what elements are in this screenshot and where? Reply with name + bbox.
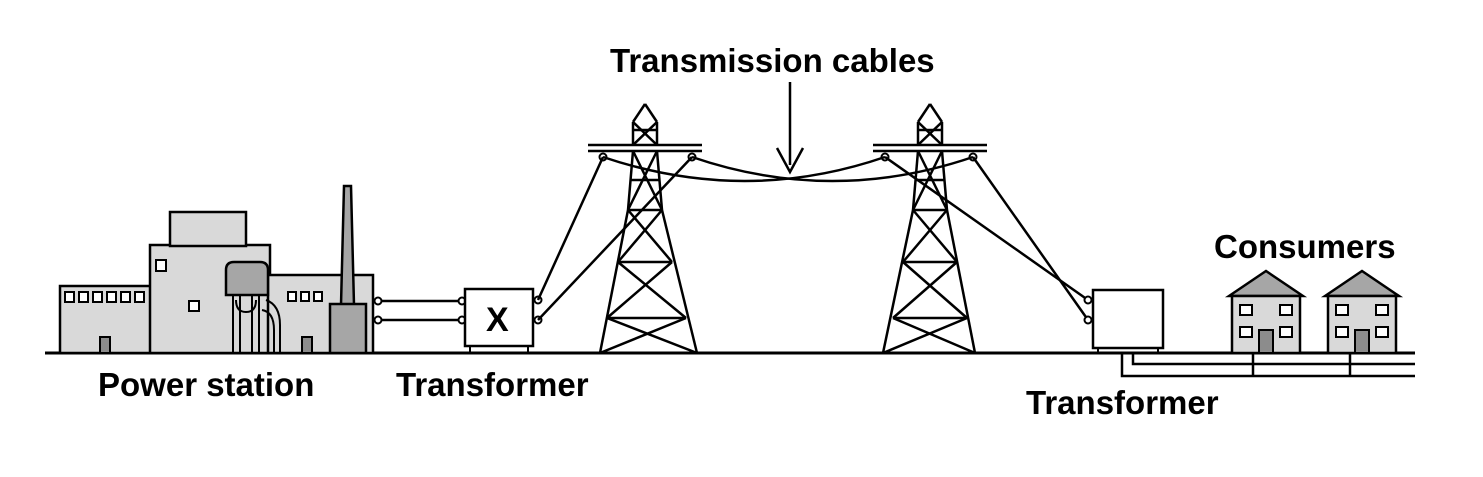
boiler-tank xyxy=(224,260,270,297)
pylon-left xyxy=(588,103,702,355)
transformer-x-marker: X xyxy=(486,301,509,339)
pylon-to-transformer-cables xyxy=(884,155,1090,321)
step-down-transformer-label: Transformer xyxy=(1026,384,1219,421)
transformer-to-pylon-cables xyxy=(536,156,693,321)
pipes xyxy=(232,295,281,353)
station-to-transformer-cables xyxy=(373,296,467,325)
power-station xyxy=(58,184,375,355)
house-2 xyxy=(1320,269,1404,355)
step-up-transformer-label: Transformer xyxy=(396,366,589,403)
step-up-transformer xyxy=(463,287,543,353)
distribution-lines xyxy=(1120,353,1415,378)
power-station-label: Power station xyxy=(98,366,315,403)
power-station-windows-left xyxy=(64,291,145,303)
transmission-cables-label: Transmission cables xyxy=(610,42,935,79)
house-1 xyxy=(1224,269,1308,355)
pylon-right xyxy=(873,103,987,355)
chimney xyxy=(339,184,356,307)
cables-pointer-arrow xyxy=(775,82,805,175)
consumers-label: Consumers xyxy=(1214,228,1396,265)
step-down-transformer xyxy=(1091,288,1165,353)
transmission-cables xyxy=(602,155,974,183)
